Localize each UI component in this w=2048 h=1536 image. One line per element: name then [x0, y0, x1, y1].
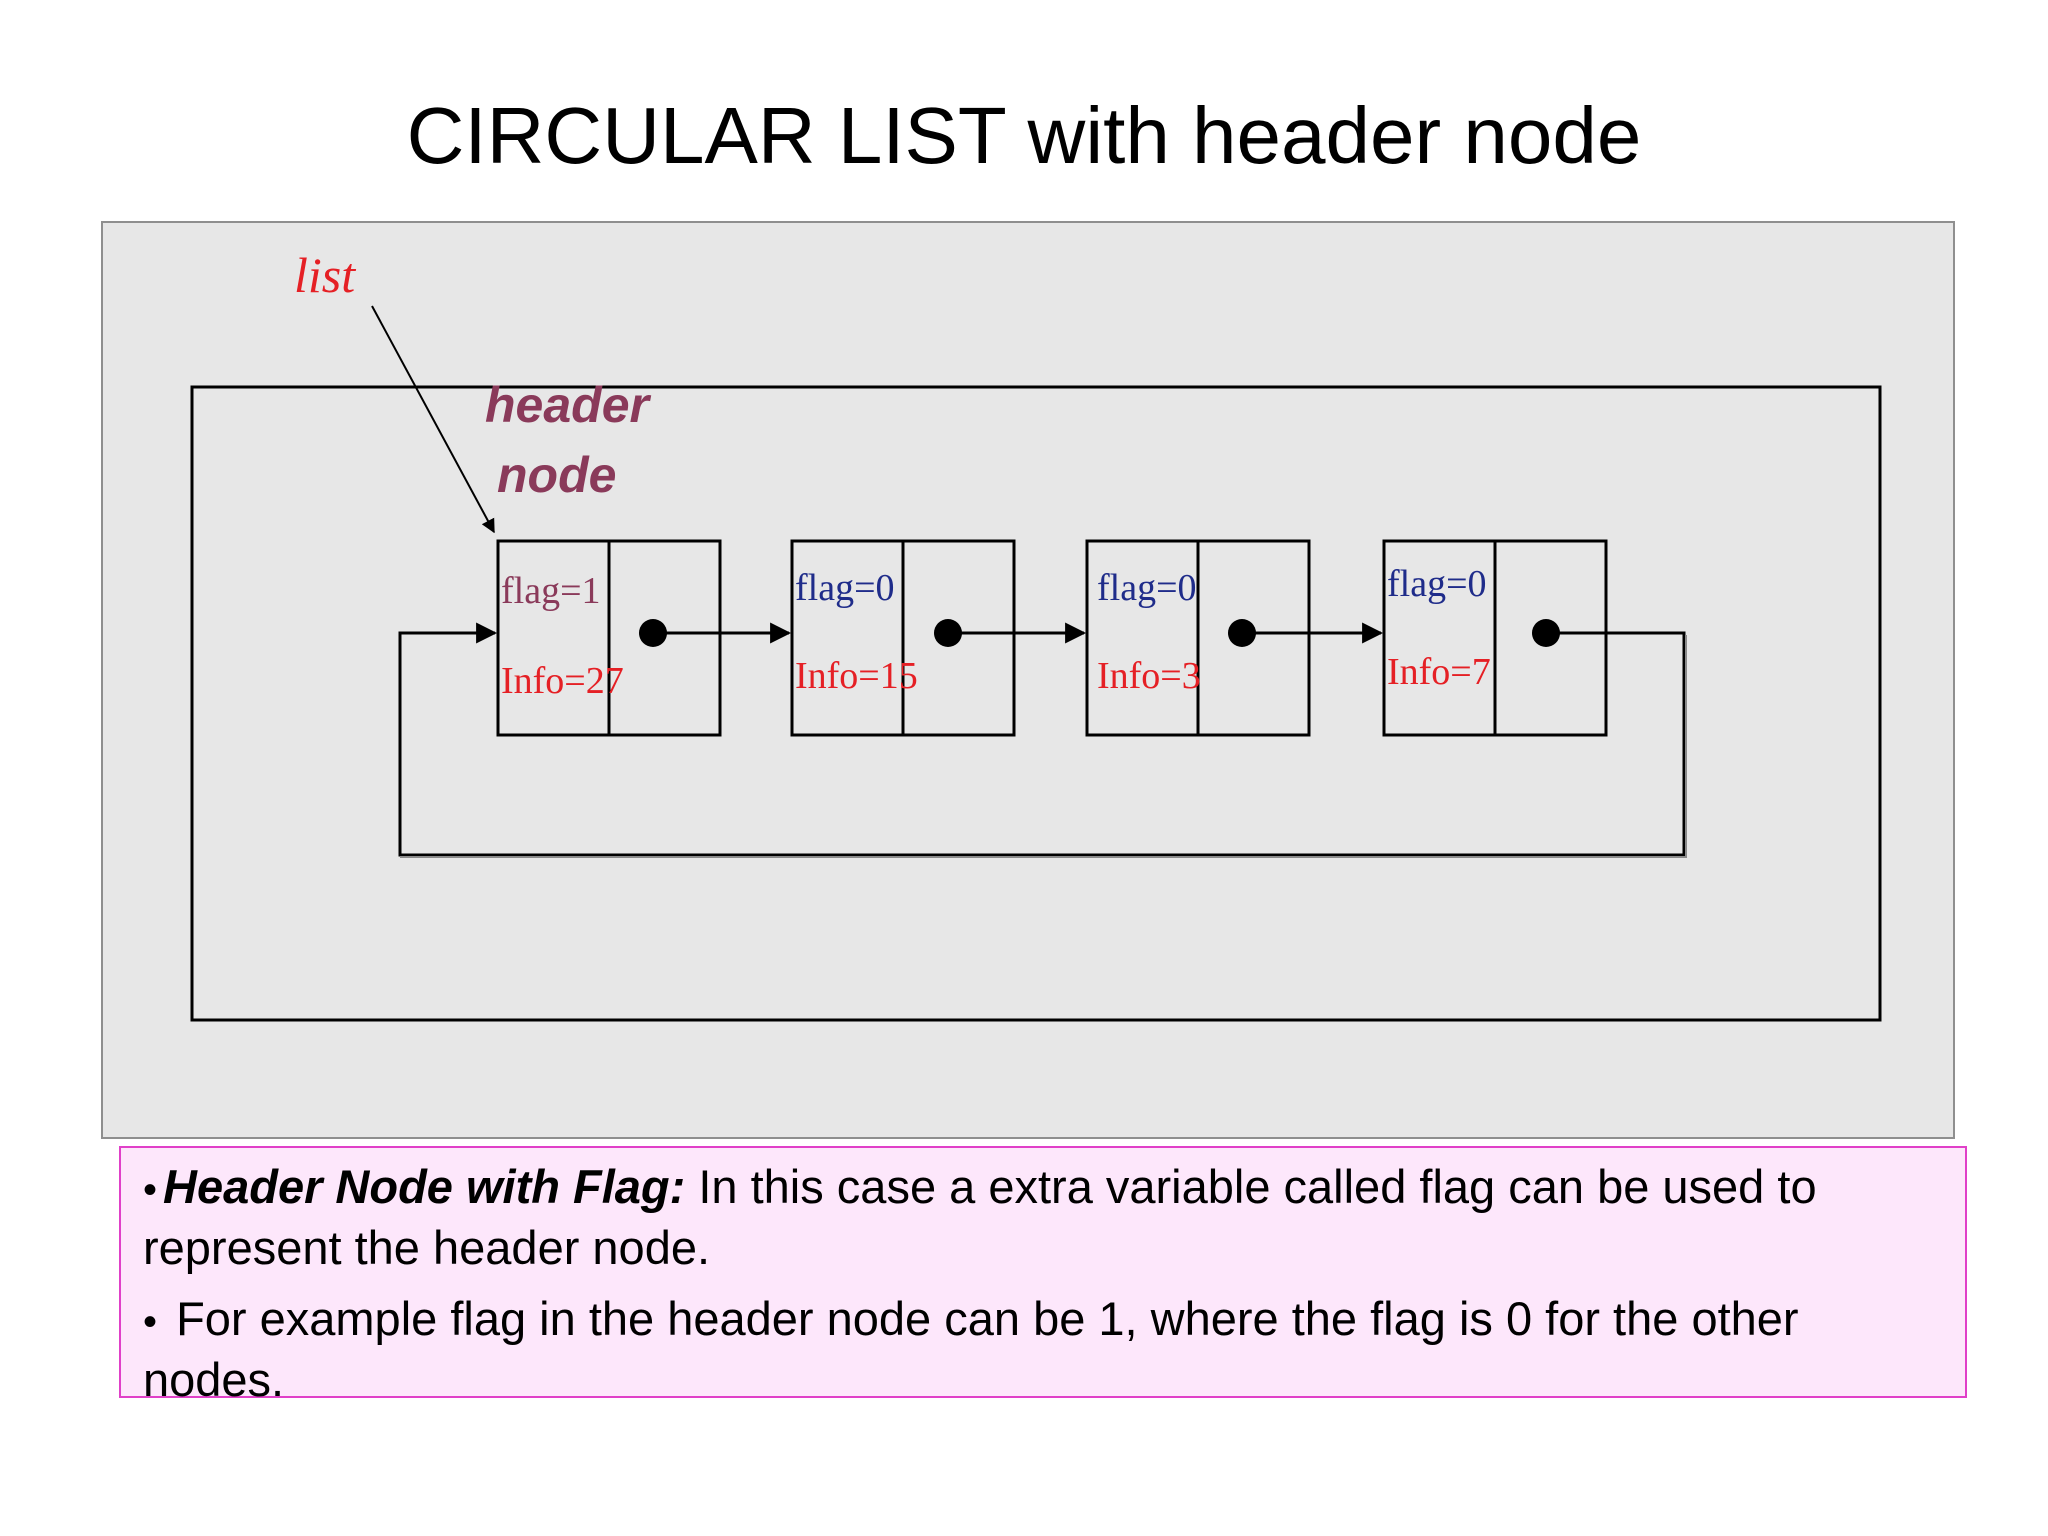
list-node: flag=0 Info=7 [1382, 539, 1608, 737]
bullet-icon: • [143, 1168, 158, 1212]
node-flag: flag=0 [795, 567, 895, 609]
header-node-label-line2: node [497, 447, 616, 503]
list-node: flag=0 Info=3 [1085, 539, 1311, 737]
diagram-frame [190, 385, 1882, 1022]
node-flag: flag=0 [1387, 563, 1487, 605]
node-info: Info=7 [1387, 651, 1491, 693]
return-link [398, 622, 1686, 857]
header-node-label-line1: header [485, 377, 652, 433]
list-pointer-arrow [371, 305, 495, 534]
note-box: •Header Node with Flag: In this case a e… [119, 1146, 1967, 1406]
slide-title: CIRCULAR LIST with header node [406, 91, 1642, 180]
node-flag: flag=1 [501, 570, 601, 612]
list-node: flag=1 Info=27 [496, 539, 722, 737]
note-bullet-1: •Header Node with Flag: In this case a e… [143, 1158, 1945, 1276]
node-flag: flag=0 [1097, 567, 1197, 609]
return-link-shadow [400, 635, 1687, 858]
list-node: flag=0 Info=15 [790, 539, 1016, 737]
node-info: Info=3 [1097, 655, 1201, 697]
bullet-icon: • [143, 1300, 158, 1344]
note-bullet-2: • For example flag in the header node ca… [143, 1290, 1945, 1408]
node-info: Info=27 [501, 660, 624, 702]
diagram-panel [101, 221, 1955, 1139]
note-bullet-1-bold: Header Node with Flag: [163, 1160, 686, 1213]
note-bullet-1-text: In this case a extra variable called fla… [143, 1160, 1817, 1274]
node-info: Info=15 [795, 655, 918, 697]
note-bullet-2-text: For example flag in the header node can … [143, 1292, 1799, 1406]
list-label: list [294, 247, 356, 303]
